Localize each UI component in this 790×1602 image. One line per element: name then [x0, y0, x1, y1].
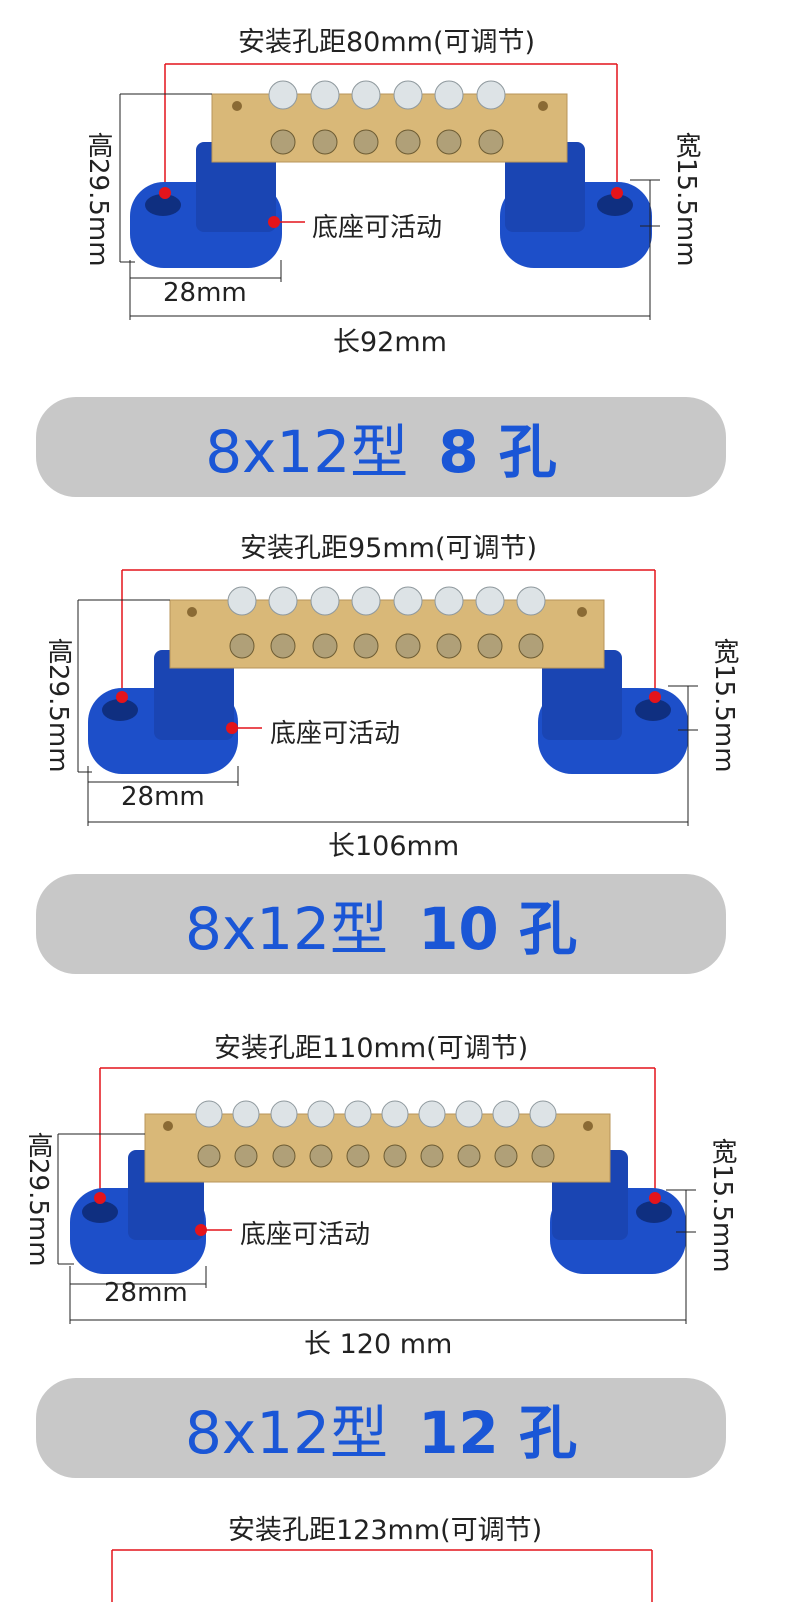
hole-count: 10 孔: [418, 895, 577, 963]
screw-icon: [195, 1100, 557, 1168]
height-label: 高29.5mm: [43, 638, 73, 773]
hole-spacing-label: 安装孔距123mm(可调节): [228, 1515, 543, 1546]
base-movable-label: 底座可活动: [240, 1220, 371, 1250]
brass-busbar-icon: [211, 80, 568, 163]
terminal-block-drawing-4-partial: [111, 1549, 653, 1602]
brass-busbar-icon: [144, 1100, 611, 1183]
model-name: 8x12型: [185, 895, 389, 963]
model-name: 8x12型: [185, 1399, 389, 1467]
terminal-block-drawing-2: [77, 569, 698, 826]
model-name: 8x12型: [205, 418, 409, 486]
model-banner-10-holes: 8x12型 10 孔: [36, 874, 726, 974]
blue-base-icon: [88, 650, 238, 774]
base-movable-label: 底座可活动: [270, 719, 401, 749]
length-label: 长106mm: [328, 831, 460, 862]
hole-spacing-label: 安装孔距110mm(可调节): [214, 1033, 529, 1064]
screw-icon: [227, 586, 546, 659]
length-label: 长92mm: [333, 327, 447, 358]
spec-section-3: 安装孔距110mm(可调节) 高29.5mm 宽15.5mm 底座可活动 28m…: [0, 1010, 790, 1390]
length-label: 长 120 mm: [304, 1329, 453, 1360]
base-width-label: 28mm: [121, 782, 205, 812]
hole-spacing-label: 安装孔距80mm(可调节): [238, 27, 536, 58]
terminal-block-drawing-3: [57, 1067, 696, 1324]
blue-base-icon: [500, 142, 652, 268]
brass-busbar-icon: [169, 586, 605, 669]
model-banner-8-holes: 8x12型 8 孔: [36, 397, 726, 497]
height-label: 高29.5mm: [23, 1132, 53, 1267]
model-banner-12-holes: 8x12型 12 孔: [36, 1378, 726, 1478]
width-label: 宽15.5mm: [707, 1138, 737, 1273]
spec-section-2: 安装孔距95mm(可调节) 高29.5mm 宽15.5mm 底座可活动 28mm…: [0, 510, 790, 890]
blue-base-icon: [538, 650, 688, 774]
width-label: 宽15.5mm: [671, 132, 701, 267]
base-width-label: 28mm: [104, 1278, 188, 1308]
hole-count: 8 孔: [438, 418, 557, 486]
base-movable-label: 底座可活动: [312, 213, 443, 243]
screw-icon: [268, 80, 506, 155]
width-label: 宽15.5mm: [709, 638, 739, 773]
height-label: 高29.5mm: [83, 132, 113, 267]
hole-count: 12 孔: [418, 1399, 577, 1467]
terminal-block-drawing-1: [119, 63, 660, 320]
hole-spacing-label: 安装孔距95mm(可调节): [240, 533, 538, 564]
blue-base-icon: [130, 142, 282, 268]
spec-section-1: 安装孔距80mm(可调节) 高29.5mm 宽15.5mm 底座可活动 28mm…: [0, 0, 790, 380]
base-width-label: 28mm: [163, 278, 247, 308]
